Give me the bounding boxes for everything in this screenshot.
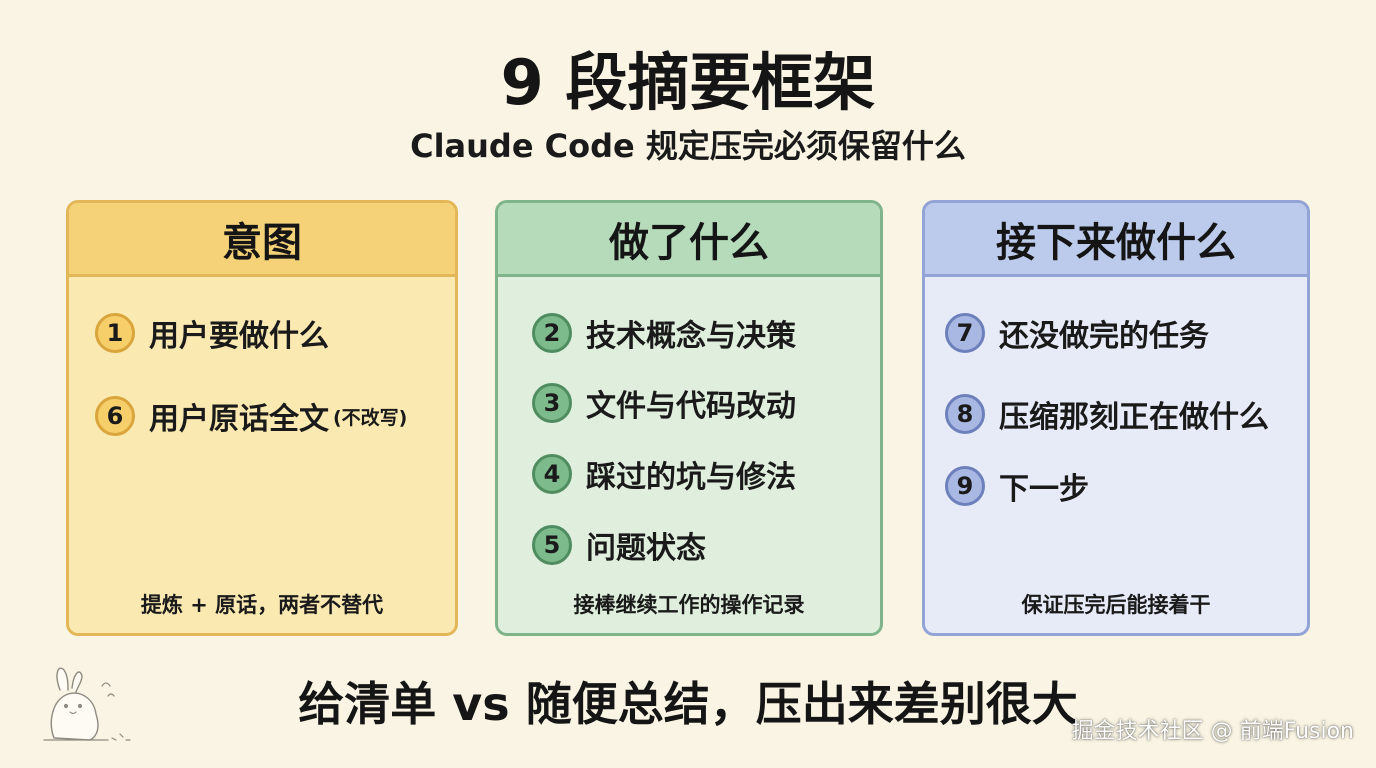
item-text: 用户要做什么 [149,319,329,354]
list-item: 2 技术概念与决策 [532,311,796,355]
page-subtitle: Claude Code 规定压完必须保留什么 [410,127,966,165]
item-text: 还没做完的任务 [999,319,1209,354]
list-item: 4 踩过的坑与修法 [532,452,796,496]
card-intent: 意图 1 用户要做什么 6 用户原话全文 (不改写) 提炼 + 原话，两者不替代 [66,200,458,636]
card-footer: 接棒继续工作的操作记录 [573,593,805,617]
bottom-caption: 给清单 vs 随便总结，压出来差别很大 [298,677,1078,731]
rabbit-mascot-icon [43,667,131,741]
card-header: 做了什么 [498,203,880,277]
list-item: 8 压缩那刻正在做什么 [945,392,1269,436]
page-title: 9 段摘要框架 [500,46,876,119]
card-done: 做了什么 2 技术概念与决策 3 文件与代码改动 4 踩过的坑与修法 5 问题状… [495,200,883,636]
list-item: 5 问题状态 [532,523,706,567]
number-badge: 8 [945,394,985,434]
card-footer: 保证压完后能接着干 [1021,593,1211,617]
card-next: 接下来做什么 7 还没做完的任务 8 压缩那刻正在做什么 9 下一步 保证压完后… [922,200,1310,636]
number-badge: 7 [945,313,985,353]
card-header: 接下来做什么 [925,203,1307,277]
list-item: 9 下一步 [945,464,1089,508]
number-badge: 4 [532,454,572,494]
card-body: 2 技术概念与决策 3 文件与代码改动 4 踩过的坑与修法 5 问题状态 接棒继… [498,277,880,633]
card-body: 7 还没做完的任务 8 压缩那刻正在做什么 9 下一步 保证压完后能接着干 [925,277,1307,633]
number-badge: 1 [95,313,135,353]
list-item: 3 文件与代码改动 [532,381,796,425]
item-text: 用户原话全文 [149,402,329,437]
number-badge: 9 [945,466,985,506]
number-badge: 3 [532,383,572,423]
item-note: (不改写) [333,406,408,429]
item-text: 压缩那刻正在做什么 [999,400,1269,435]
list-item: 7 还没做完的任务 [945,311,1209,355]
card-header: 意图 [69,203,455,277]
item-text: 技术概念与决策 [586,319,796,354]
number-badge: 6 [95,396,135,436]
item-text: 踩过的坑与修法 [586,460,796,495]
number-badge: 5 [532,525,572,565]
item-text: 下一步 [999,472,1089,507]
watermark: 掘金技术社区 @ 前端Fusion [1071,719,1354,744]
item-text: 问题状态 [586,531,706,566]
list-item: 1 用户要做什么 [95,311,329,355]
list-item: 6 用户原话全文 (不改写) [95,394,407,438]
number-badge: 2 [532,313,572,353]
item-text: 文件与代码改动 [586,389,796,424]
card-footer: 提炼 + 原话，两者不替代 [140,593,384,617]
card-body: 1 用户要做什么 6 用户原话全文 (不改写) 提炼 + 原话，两者不替代 [69,277,455,633]
